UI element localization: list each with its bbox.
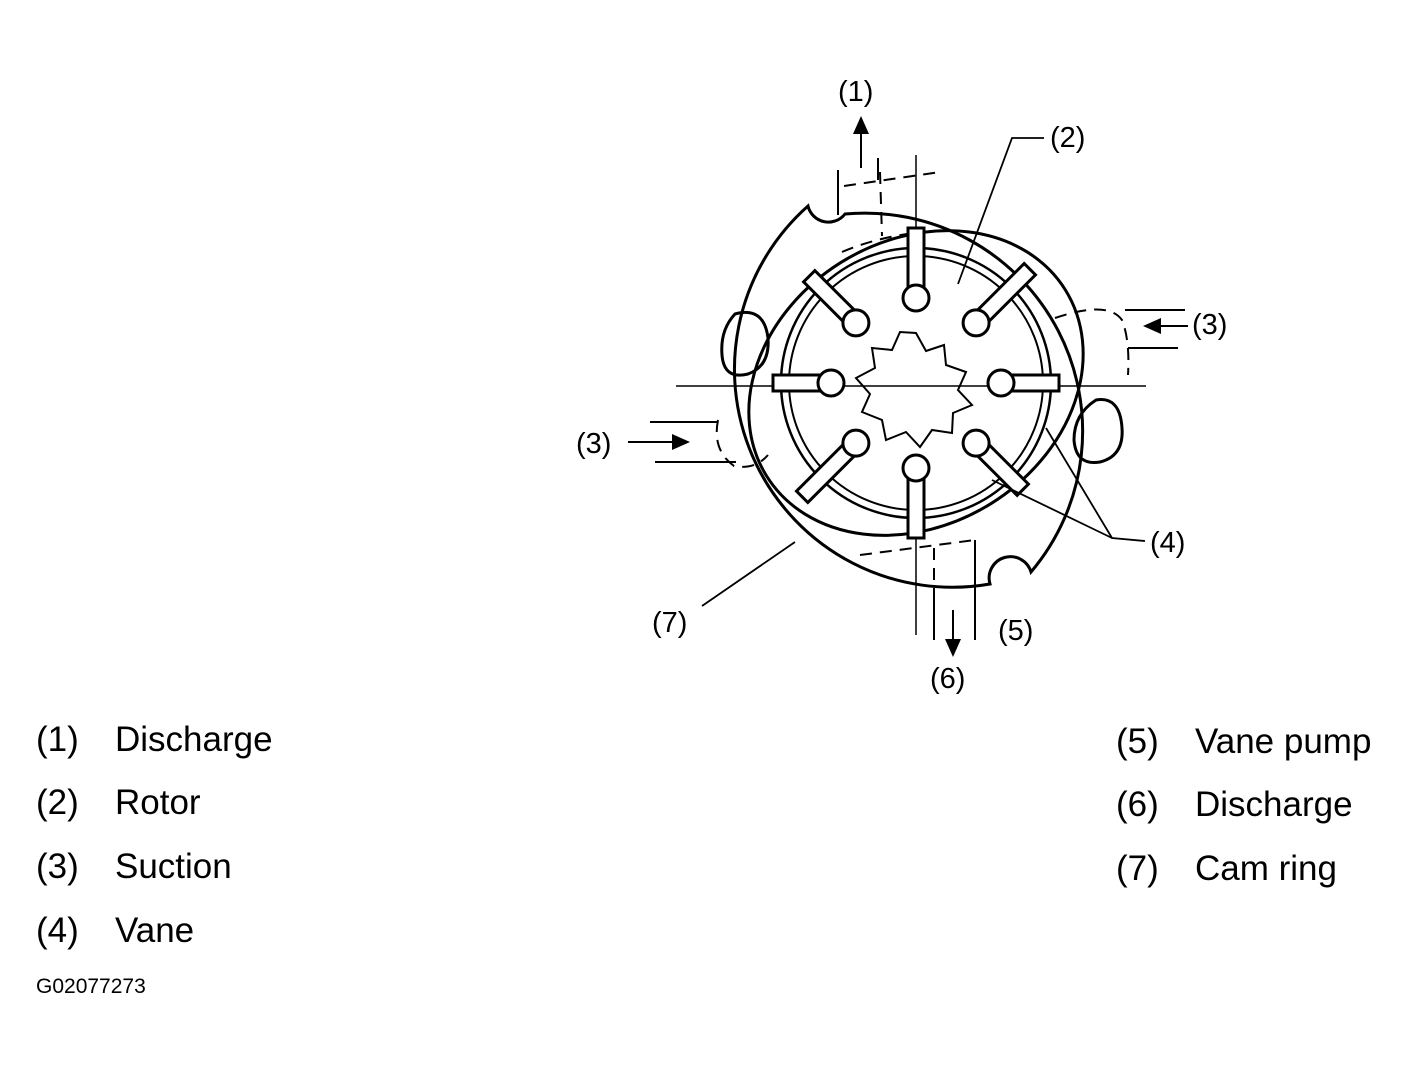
callout-1: (1) <box>838 76 873 108</box>
suction-port-right <box>1072 398 1124 465</box>
vane-hole <box>816 368 846 398</box>
vane <box>906 226 926 290</box>
callout-5: (5) <box>998 615 1033 647</box>
cam-ring <box>747 229 1085 537</box>
spline-bore <box>854 330 974 449</box>
discharge-passage-bottom <box>859 539 976 610</box>
vane-hole <box>961 308 991 338</box>
legend-term: Vane pump <box>1195 722 1372 761</box>
callout-7: (7) <box>652 607 687 639</box>
legend-number: (6) <box>1116 785 1159 824</box>
legend-number: (5) <box>1116 722 1159 761</box>
leader-vane-b <box>991 479 1113 539</box>
legend-number: (1) <box>36 720 79 759</box>
legend-term: Vane <box>115 911 195 950</box>
legend-term: Discharge <box>1195 785 1353 824</box>
vane <box>771 373 823 393</box>
callout-3-left: (3) <box>576 428 611 460</box>
vane <box>1009 373 1061 393</box>
vane-hole <box>986 368 1016 398</box>
legend-term: Suction <box>115 847 232 886</box>
vane-hole <box>901 453 931 483</box>
vane <box>906 476 926 540</box>
vane-hole <box>841 308 871 338</box>
legend-term: Discharge <box>115 720 273 759</box>
legend-number: (4) <box>36 911 79 950</box>
discharge-passage-top <box>841 171 941 253</box>
legend-number: (2) <box>36 783 79 822</box>
pump-housing-outline <box>732 203 1085 589</box>
suction-port-left <box>720 311 770 377</box>
leader-rotor <box>957 137 1044 285</box>
callout-2: (2) <box>1050 122 1085 154</box>
suction-passage-left <box>715 419 769 468</box>
callout-4: (4) <box>1150 527 1185 559</box>
callout-6: (6) <box>930 663 965 695</box>
legend-term: Rotor <box>115 783 201 822</box>
vane-hole <box>961 428 991 458</box>
legend-term: Cam ring <box>1195 849 1337 888</box>
legend-number: (3) <box>36 847 79 886</box>
callout-3-right: (3) <box>1192 309 1227 341</box>
vanes <box>771 226 1061 540</box>
legend-number: (7) <box>1116 849 1159 888</box>
figure-code: G02077273 <box>36 975 146 998</box>
vane-hole <box>901 283 931 313</box>
suction-passage-right <box>1054 308 1130 376</box>
leader-cam-ring <box>701 541 796 607</box>
vane-hole <box>841 428 871 458</box>
